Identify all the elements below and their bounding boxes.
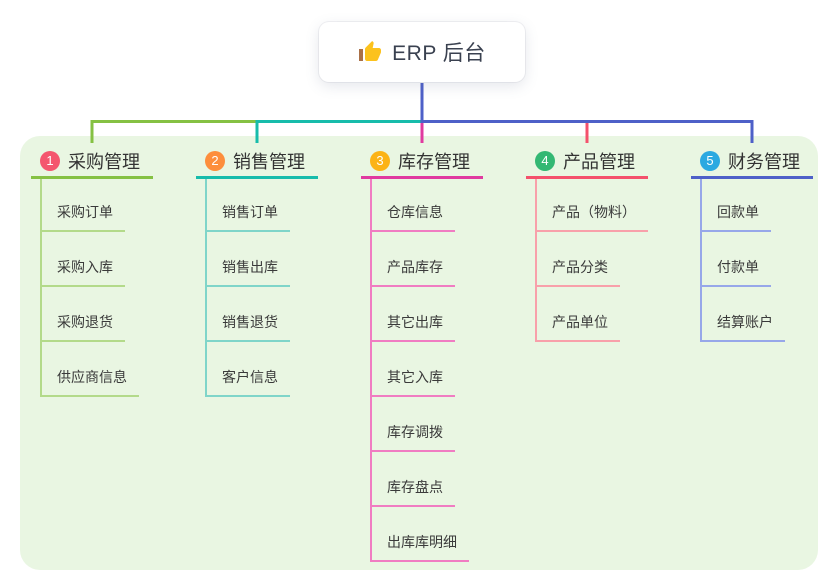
branch-sales: 2 销售管理销售订单销售出库销售退货客户信息 [196,146,371,397]
branch-finance: 5 财务管理回款单付款单结算账户 [691,146,839,342]
child-node-purchase-3[interactable]: 采购退货 [40,312,125,342]
branch-header-product[interactable]: 4 产品管理 [526,146,648,179]
child-node-inventory-3[interactable]: 其它出库 [370,312,455,342]
branch-title: 产品管理 [563,152,635,172]
branch-number-badge: 5 [700,151,720,171]
child-node-inventory-5[interactable]: 库存调拨 [370,422,455,452]
root-node-label: ERP 后台 [392,42,486,65]
child-node-sales-4[interactable]: 客户信息 [205,367,290,397]
child-node-purchase-1[interactable]: 采购订单 [40,202,125,232]
child-node-product-3[interactable]: 产品单位 [535,312,620,342]
branch-child-line [205,179,207,397]
child-node-sales-2[interactable]: 销售出库 [205,257,290,287]
child-node-finance-3[interactable]: 结算账户 [700,312,785,342]
child-node-sales-3[interactable]: 销售退货 [205,312,290,342]
branch-header-inventory[interactable]: 3 库存管理 [361,146,483,179]
child-node-inventory-6[interactable]: 库存盘点 [370,477,455,507]
branch-number-badge: 3 [370,151,390,171]
child-node-product-1[interactable]: 产品（物料） [535,202,648,232]
branch-child-line [700,179,702,342]
branch-title: 财务管理 [728,152,800,172]
child-node-finance-2[interactable]: 付款单 [700,257,771,287]
child-node-inventory-7[interactable]: 出库库明细 [370,532,469,562]
branch-header-finance[interactable]: 5 财务管理 [691,146,813,179]
branch-child-line [535,179,537,342]
branches-panel [20,136,818,570]
child-node-sales-1[interactable]: 销售订单 [205,202,290,232]
child-node-finance-1[interactable]: 回款单 [700,202,771,232]
branch-number-badge: 2 [205,151,225,171]
thumbs-up-icon [359,41,382,61]
root-node[interactable]: ERP 后台 [319,22,525,82]
branch-product: 4 产品管理产品（物料） 产品分类产品单位 [526,146,701,342]
branch-header-purchase[interactable]: 1 采购管理 [31,146,153,179]
branch-purchase: 1 采购管理采购订单采购入库采购退货供应商信息 [31,146,206,397]
branch-title: 采购管理 [68,152,140,172]
branch-title: 销售管理 [233,152,305,172]
child-node-inventory-2[interactable]: 产品库存 [370,257,455,287]
branch-title: 库存管理 [398,152,470,172]
branch-child-line [370,179,372,562]
branch-header-sales[interactable]: 2 销售管理 [196,146,318,179]
branch-child-line [40,179,42,397]
branch-number-badge: 4 [535,151,555,171]
child-node-purchase-4[interactable]: 供应商信息 [40,367,139,397]
child-node-product-2[interactable]: 产品分类 [535,257,620,287]
child-node-inventory-1[interactable]: 仓库信息 [370,202,455,232]
child-node-purchase-2[interactable]: 采购入库 [40,257,125,287]
branch-inventory: 3 库存管理仓库信息产品库存其它出库其它入库库存调拨库存盘点出库库明细 [361,146,536,562]
child-node-inventory-4[interactable]: 其它入库 [370,367,455,397]
branch-number-badge: 1 [40,151,60,171]
